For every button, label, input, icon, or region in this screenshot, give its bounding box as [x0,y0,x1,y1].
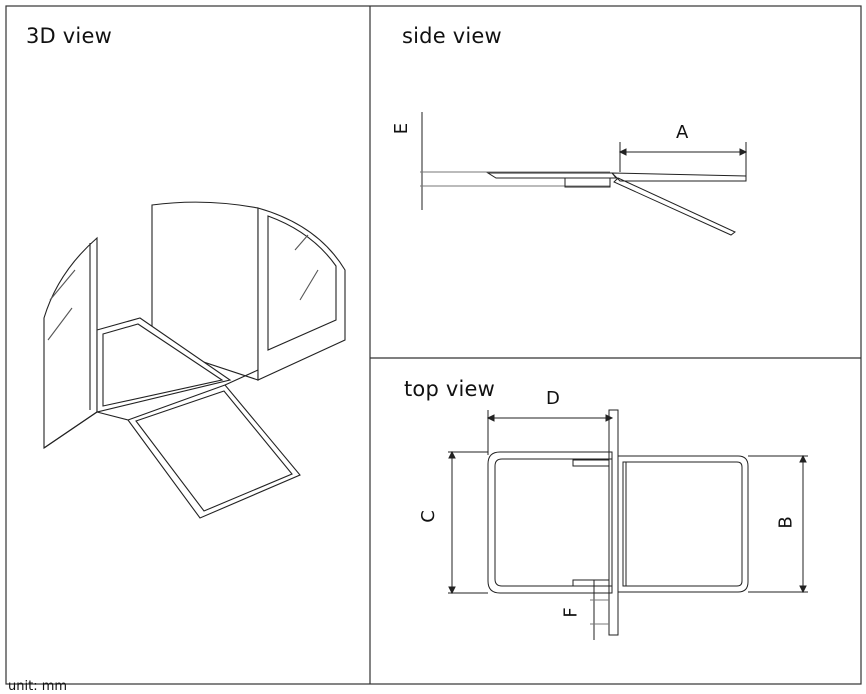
top-view-drawing [448,409,808,640]
side-view-drawing [420,112,748,236]
panel-title-3d-view: 3D view [26,24,112,48]
shower-3d-drawing [43,201,346,519]
dim-label-d: D [546,388,560,409]
panel-title-side-view: side view [402,24,502,48]
panel-title-top-view: top view [404,377,496,401]
unit-note: unit: mm [8,679,68,694]
dim-label-b: B [775,516,797,529]
dim-label-f: F [560,607,582,618]
dim-label-e: E [391,122,413,135]
dim-label-c: C [417,510,439,523]
panel-borders [5,5,862,685]
dim-label-a: A [676,122,689,143]
